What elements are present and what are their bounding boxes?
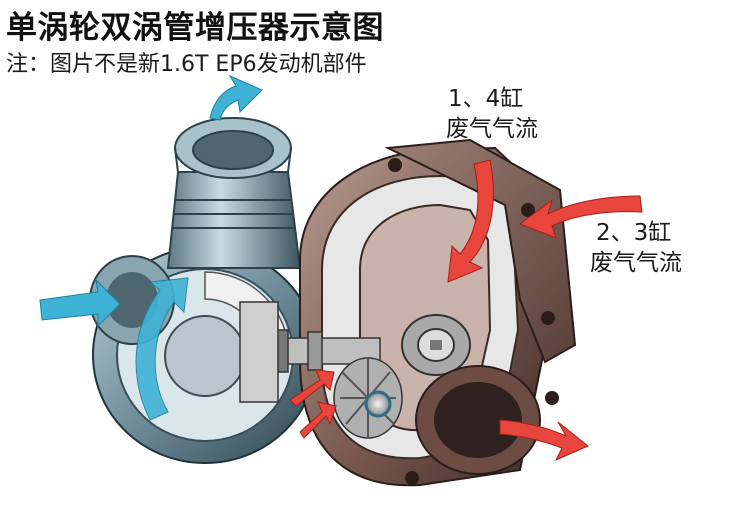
page-subtitle-note: 注：图片不是新1.6T EP6发动机部件 xyxy=(6,52,367,77)
label-cylinders-2-3-line2: 废气气流 xyxy=(590,250,682,276)
label-cylinders-1-4-line1: 1、4缸 xyxy=(448,86,524,112)
label-cylinders-1-4-line2: 废气气流 xyxy=(446,116,538,142)
turbine-wheel xyxy=(333,357,403,439)
page-title: 单涡轮双涡管增压器示意图 xyxy=(6,10,384,46)
exhaust-airflow-arrows xyxy=(289,159,643,462)
intake-airflow-arrows xyxy=(39,74,263,421)
label-cylinders-2-3-line1: 2、3缸 xyxy=(596,220,672,246)
turbine-outlet xyxy=(405,365,559,485)
compressor-outlet-pipe xyxy=(166,117,302,269)
label-cylinders-1-4-exhaust: 1、4缸 废气气流 xyxy=(446,84,538,144)
wastegate-actuator xyxy=(401,314,471,376)
turbine-flange xyxy=(384,138,577,364)
label-cylinders-2-3-exhaust: 2、3缸 废气气流 xyxy=(590,218,682,278)
